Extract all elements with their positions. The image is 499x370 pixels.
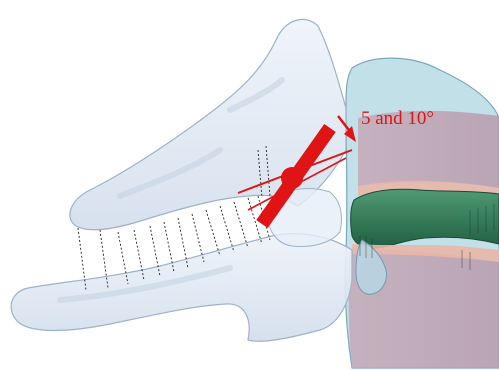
angle-annotation-label: 5 and 10° (361, 108, 434, 130)
lower-spinous-process (11, 234, 352, 342)
vertebral-body (345, 58, 499, 368)
rotation-center-dot (281, 167, 303, 189)
